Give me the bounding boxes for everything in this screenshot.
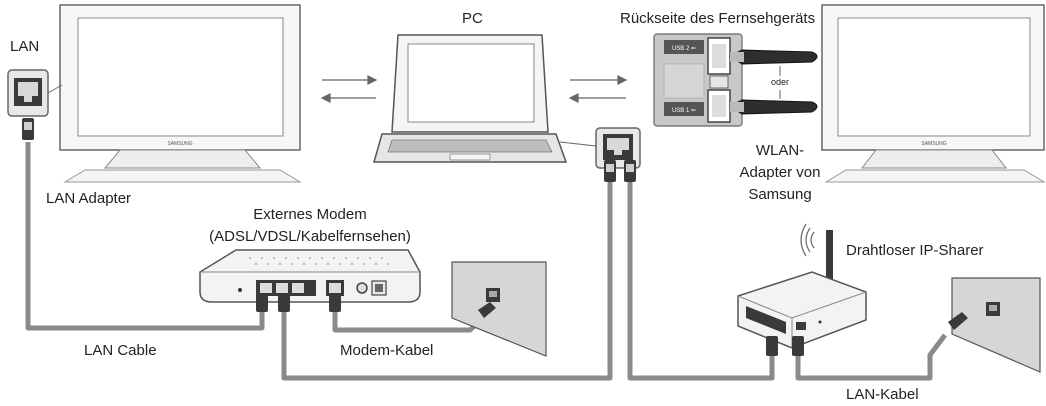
- tv-back-panel: USB 2 ⇐ USB 1 ⇐: [653, 33, 743, 127]
- wifi-signal-icon: [800, 223, 815, 257]
- wlan-dongle-top-icon: [729, 49, 818, 65]
- oder-label: oder: [771, 77, 790, 87]
- lan-cable-modem-pc: [281, 180, 613, 381]
- wireless-ip-sharer: [737, 230, 867, 349]
- usb1-port-label: USB 1 ⇐: [672, 108, 696, 114]
- wall-jack-router: [948, 277, 1041, 373]
- router-lan-plugs-icon: [766, 336, 804, 356]
- lan-port-pc-icon: [559, 127, 641, 169]
- modem-label-line2: (ADSL/VDSL/Kabelfernsehen): [209, 228, 411, 245]
- wall-jack-modem: [451, 261, 547, 357]
- tv-back-label: Rückseite des Fernsehgeräts: [620, 10, 816, 27]
- wlan-dongle-bottom-icon: [729, 99, 818, 115]
- wlan-adapter-label-line3: Samsung: [748, 186, 812, 203]
- tv-right: SAMSUNG: [821, 4, 1046, 183]
- lan-cable-router-wall: [795, 333, 947, 381]
- laptop-pc: [373, 34, 568, 163]
- usb2-port-label: USB 2 ⇐: [672, 46, 696, 52]
- external-modem: [199, 249, 421, 303]
- ip-sharer-label: Drahtloser IP-Sharer: [846, 242, 984, 259]
- wlan-adapter-label-line2: Adapter von: [739, 164, 821, 181]
- lan-kabel-label: LAN-Kabel: [846, 386, 919, 403]
- lan-port-left-icon: [7, 69, 63, 117]
- tv-left-brand: SAMSUNG: [167, 141, 192, 147]
- arrows-pc-tvback: [568, 75, 628, 103]
- tv-right-brand: SAMSUNG: [921, 141, 946, 147]
- lan-cable-tv-modem: [25, 142, 265, 331]
- lan-plug-left-icon: [22, 118, 34, 140]
- pc-label: PC: [462, 10, 483, 27]
- modem-lan-plugs-icon: [256, 294, 341, 312]
- lan-plugs-pc-icon: [604, 160, 636, 182]
- lan-adapter-label: LAN Adapter: [46, 190, 132, 207]
- cables: [25, 142, 947, 381]
- lan-cable-label: LAN Cable: [84, 342, 157, 359]
- modem-cable-label: Modem-Kabel: [340, 342, 434, 359]
- tv-left: SAMSUNG: [59, 4, 302, 183]
- wlan-adapter-label-line1: WLAN-: [755, 142, 805, 159]
- arrows-tv-pc: [320, 75, 378, 103]
- lan-cable-pc-router: [627, 180, 775, 381]
- lan-label: LAN: [10, 38, 40, 55]
- modem-label-line1: Externes Modem: [253, 206, 367, 223]
